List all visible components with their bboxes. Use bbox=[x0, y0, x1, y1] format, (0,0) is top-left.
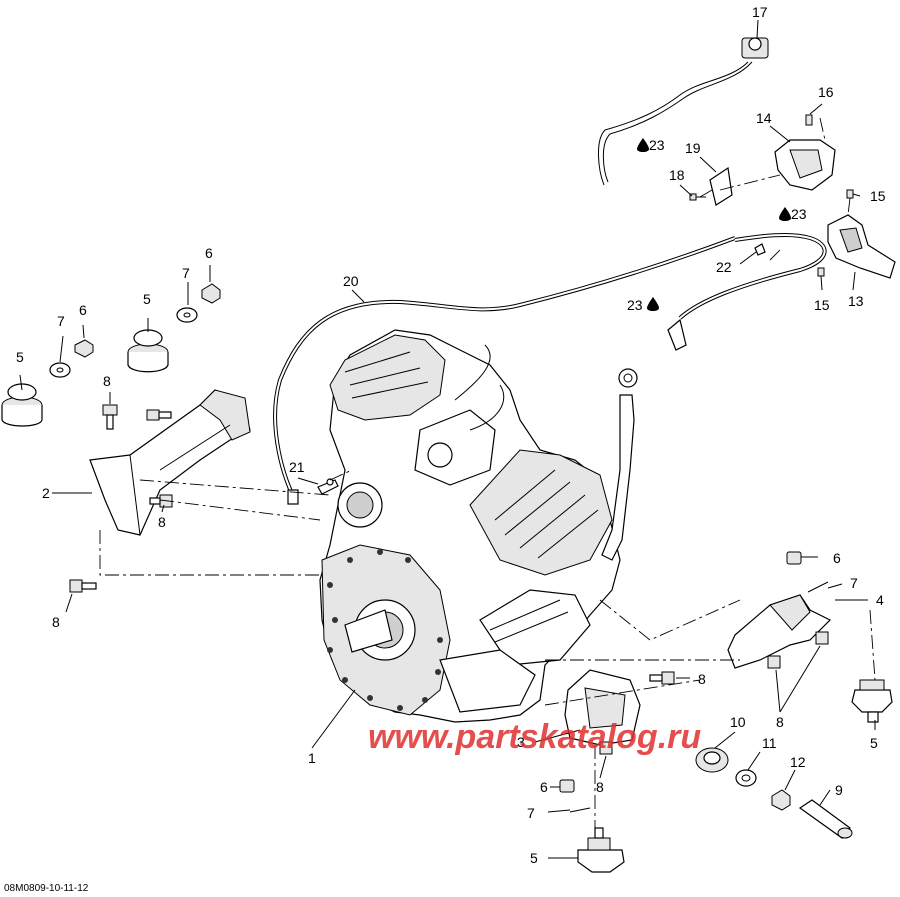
callout-6b: 6 bbox=[205, 245, 213, 261]
callout-6c: 6 bbox=[833, 550, 841, 566]
callout-6d: 6 bbox=[540, 779, 548, 795]
left-engine-bracket[interactable] bbox=[89, 389, 251, 536]
screw-18[interactable] bbox=[689, 193, 706, 201]
bolt-front[interactable] bbox=[649, 671, 675, 685]
callout-23b: 23 bbox=[791, 206, 807, 222]
leader-lines bbox=[19, 19, 876, 859]
bolt-upper-left-2[interactable] bbox=[146, 409, 172, 421]
throttle-housing-14[interactable] bbox=[774, 139, 836, 191]
callout-5a: 5 bbox=[16, 349, 24, 365]
sleeve-9[interactable] bbox=[798, 799, 853, 839]
callout-5d: 5 bbox=[530, 850, 538, 866]
callout-1: 1 bbox=[308, 750, 316, 766]
washer-mid[interactable] bbox=[176, 307, 198, 323]
nut-mid[interactable] bbox=[201, 283, 221, 304]
callout-8e: 8 bbox=[698, 671, 706, 687]
callout-23a: 23 bbox=[649, 137, 665, 153]
callout-15b: 15 bbox=[814, 297, 830, 313]
callout-6a: 6 bbox=[79, 302, 87, 318]
screw-15-lower[interactable] bbox=[817, 267, 825, 277]
throttle-cable-upper[interactable] bbox=[667, 232, 827, 351]
callout-8f: 8 bbox=[776, 714, 784, 730]
washer-11[interactable] bbox=[735, 769, 757, 787]
nut-12[interactable] bbox=[771, 789, 791, 811]
callout-7b: 7 bbox=[182, 265, 190, 281]
bolt-bottom[interactable] bbox=[599, 741, 613, 755]
callout-21: 21 bbox=[289, 459, 305, 475]
rubber-mount-upper-left[interactable] bbox=[1, 383, 43, 427]
washer-left[interactable] bbox=[49, 362, 71, 378]
assembly-lines bbox=[99, 117, 876, 830]
screw-15-upper[interactable] bbox=[846, 189, 854, 199]
callout-5b: 5 bbox=[143, 291, 151, 307]
right-engine-bracket[interactable] bbox=[727, 594, 832, 669]
callout-8d: 8 bbox=[596, 779, 604, 795]
bolt-upper-left[interactable] bbox=[102, 404, 118, 430]
callout-7c: 7 bbox=[850, 575, 858, 591]
callout-20: 20 bbox=[343, 273, 359, 289]
engine-assembly[interactable] bbox=[319, 329, 638, 723]
callout-22: 22 bbox=[716, 259, 732, 275]
callout-23c: 23 bbox=[627, 297, 643, 313]
throttle-cable[interactable] bbox=[273, 236, 736, 505]
callout-10: 10 bbox=[730, 714, 746, 730]
callout-15a: 15 bbox=[870, 188, 886, 204]
nut-left[interactable] bbox=[74, 339, 94, 358]
oil-drop-icon bbox=[779, 207, 791, 221]
front-engine-bracket[interactable] bbox=[564, 669, 641, 746]
callout-8c: 8 bbox=[52, 614, 60, 630]
cable-end-21[interactable] bbox=[317, 478, 339, 495]
callout-13: 13 bbox=[848, 293, 864, 309]
callout-18: 18 bbox=[669, 167, 685, 183]
callout-7a: 7 bbox=[57, 313, 65, 329]
cable-bracket-13[interactable] bbox=[827, 214, 896, 279]
oil-drop-icon bbox=[647, 297, 659, 311]
callout-14: 14 bbox=[756, 110, 772, 126]
callout-17: 17 bbox=[752, 4, 768, 20]
diagram-reference-code: 08M0809-10-11-12 bbox=[4, 883, 89, 894]
callout-8a: 8 bbox=[103, 373, 111, 389]
bolt-right-a[interactable] bbox=[815, 631, 829, 645]
callout-2: 2 bbox=[42, 485, 50, 501]
screw-16[interactable] bbox=[805, 114, 813, 126]
washer-bottom[interactable] bbox=[569, 807, 591, 813]
rubber-mount-bottom[interactable] bbox=[577, 827, 625, 873]
callout-19: 19 bbox=[685, 140, 701, 156]
nut-bottom[interactable] bbox=[559, 779, 575, 793]
callout-12: 12 bbox=[790, 754, 806, 770]
callout-4: 4 bbox=[876, 592, 884, 608]
callout-8b: 8 bbox=[158, 514, 166, 530]
washer-right[interactable] bbox=[807, 581, 829, 593]
rubber-mount-upper-mid[interactable] bbox=[127, 329, 169, 373]
clip-22[interactable] bbox=[754, 243, 766, 256]
rubber-mount-right[interactable] bbox=[851, 679, 893, 723]
bolt-lower-left[interactable] bbox=[69, 579, 97, 593]
callout-16: 16 bbox=[818, 84, 834, 100]
callout-9: 9 bbox=[835, 782, 843, 798]
oil-drop-icon bbox=[637, 138, 649, 152]
plate-19[interactable] bbox=[709, 166, 733, 206]
callout-7d: 7 bbox=[527, 805, 535, 821]
switch-wire bbox=[598, 61, 753, 186]
callout-5c: 5 bbox=[870, 735, 878, 751]
spacer-10[interactable] bbox=[695, 747, 729, 773]
bolt-right-b[interactable] bbox=[767, 655, 781, 669]
callout-11: 11 bbox=[762, 735, 777, 751]
callout-3: 3 bbox=[517, 734, 525, 750]
switch-17[interactable] bbox=[741, 37, 769, 59]
watermark-text: www.partskatalog.ru bbox=[368, 718, 701, 756]
nut-right[interactable] bbox=[786, 551, 802, 565]
